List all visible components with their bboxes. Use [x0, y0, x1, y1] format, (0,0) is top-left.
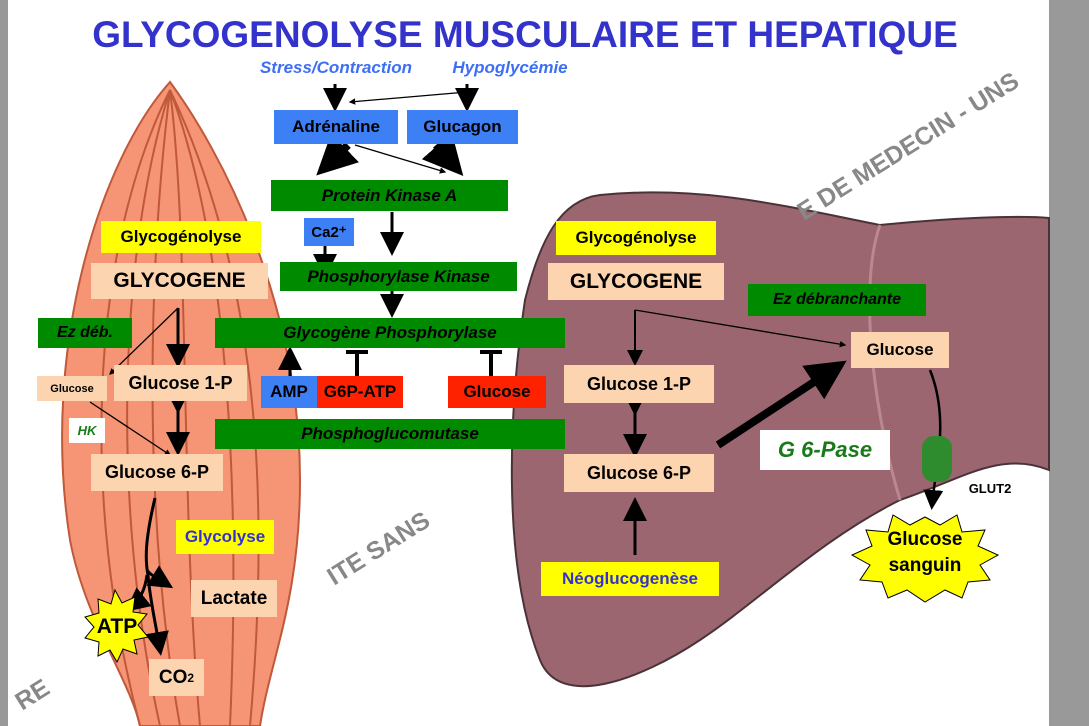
- muscle-ez-deb-box: Ez déb.: [38, 318, 132, 348]
- co2-subscript: 2: [187, 670, 195, 685]
- glucose-inhibitor-box: Glucose: [448, 376, 546, 408]
- atp-star-icon: [84, 588, 149, 664]
- page-title: GLYCOGENOLYSE MUSCULAIRE ET HEPATIQUE: [92, 14, 958, 55]
- neoglucogenese-label: Néoglucogenèse: [541, 562, 719, 596]
- muscle-glycogene-box: GLYCOGENE: [91, 263, 268, 299]
- liver-glucose-box: Glucose: [851, 332, 949, 368]
- muscle-glucose-box: Glucose: [37, 376, 107, 401]
- glut2-label: GLUT2: [968, 480, 1012, 496]
- liver-glycogene-box: GLYCOGENE: [548, 263, 724, 300]
- ez-debranchante-box: Ez débranchante: [748, 284, 926, 316]
- co2-text: CO: [158, 666, 188, 688]
- protein-kinase-a-box: Protein Kinase A: [271, 180, 508, 211]
- hk-label: HK: [69, 418, 105, 443]
- glucagon-box: Glucagon: [407, 110, 518, 144]
- g6p-atp-box: G6P-ATP: [317, 376, 403, 408]
- liver-glycogenolyse-label: Glycogénolyse: [556, 221, 716, 255]
- trigger-stress: Stress/Contraction: [259, 58, 413, 77]
- glucose-sanguin-line2: sanguin: [888, 555, 962, 576]
- left-border: [0, 0, 8, 726]
- trigger-hypoglycemie: Hypoglycémie: [452, 58, 568, 77]
- phosphoglucomutase-box: Phosphoglucomutase: [215, 419, 565, 449]
- glycolyse-label: Glycolyse: [176, 520, 274, 554]
- glycogene-phosphorylase-box: Glycogène Phosphorylase: [215, 318, 565, 348]
- muscle-glucose-6p-box: Glucose 6-P: [91, 454, 223, 491]
- liver-glucose-1p-box: Glucose 1-P: [564, 365, 714, 403]
- glut2-transporter-icon: [922, 436, 952, 482]
- adrenaline-box: Adrénaline: [274, 110, 398, 144]
- calcium-box: Ca2⁺: [304, 218, 354, 246]
- muscle-glycogenolyse-label: Glycogénolyse: [101, 221, 261, 253]
- right-scroll-area: [1049, 0, 1089, 726]
- muscle-glucose-1p-box: Glucose 1-P: [114, 365, 247, 401]
- atp-label: ATP: [96, 615, 138, 638]
- glucose-sanguin-star-icon: [850, 514, 1000, 603]
- g6pase-label: G 6-Pase: [760, 430, 890, 470]
- amp-box: AMP: [261, 376, 317, 408]
- phosphorylase-kinase-box: Phosphorylase Kinase: [280, 262, 517, 291]
- glucose-sanguin-line1: Glucose: [887, 529, 963, 550]
- lactate-box: Lactate: [191, 580, 277, 617]
- liver-glucose-6p-box: Glucose 6-P: [564, 454, 714, 492]
